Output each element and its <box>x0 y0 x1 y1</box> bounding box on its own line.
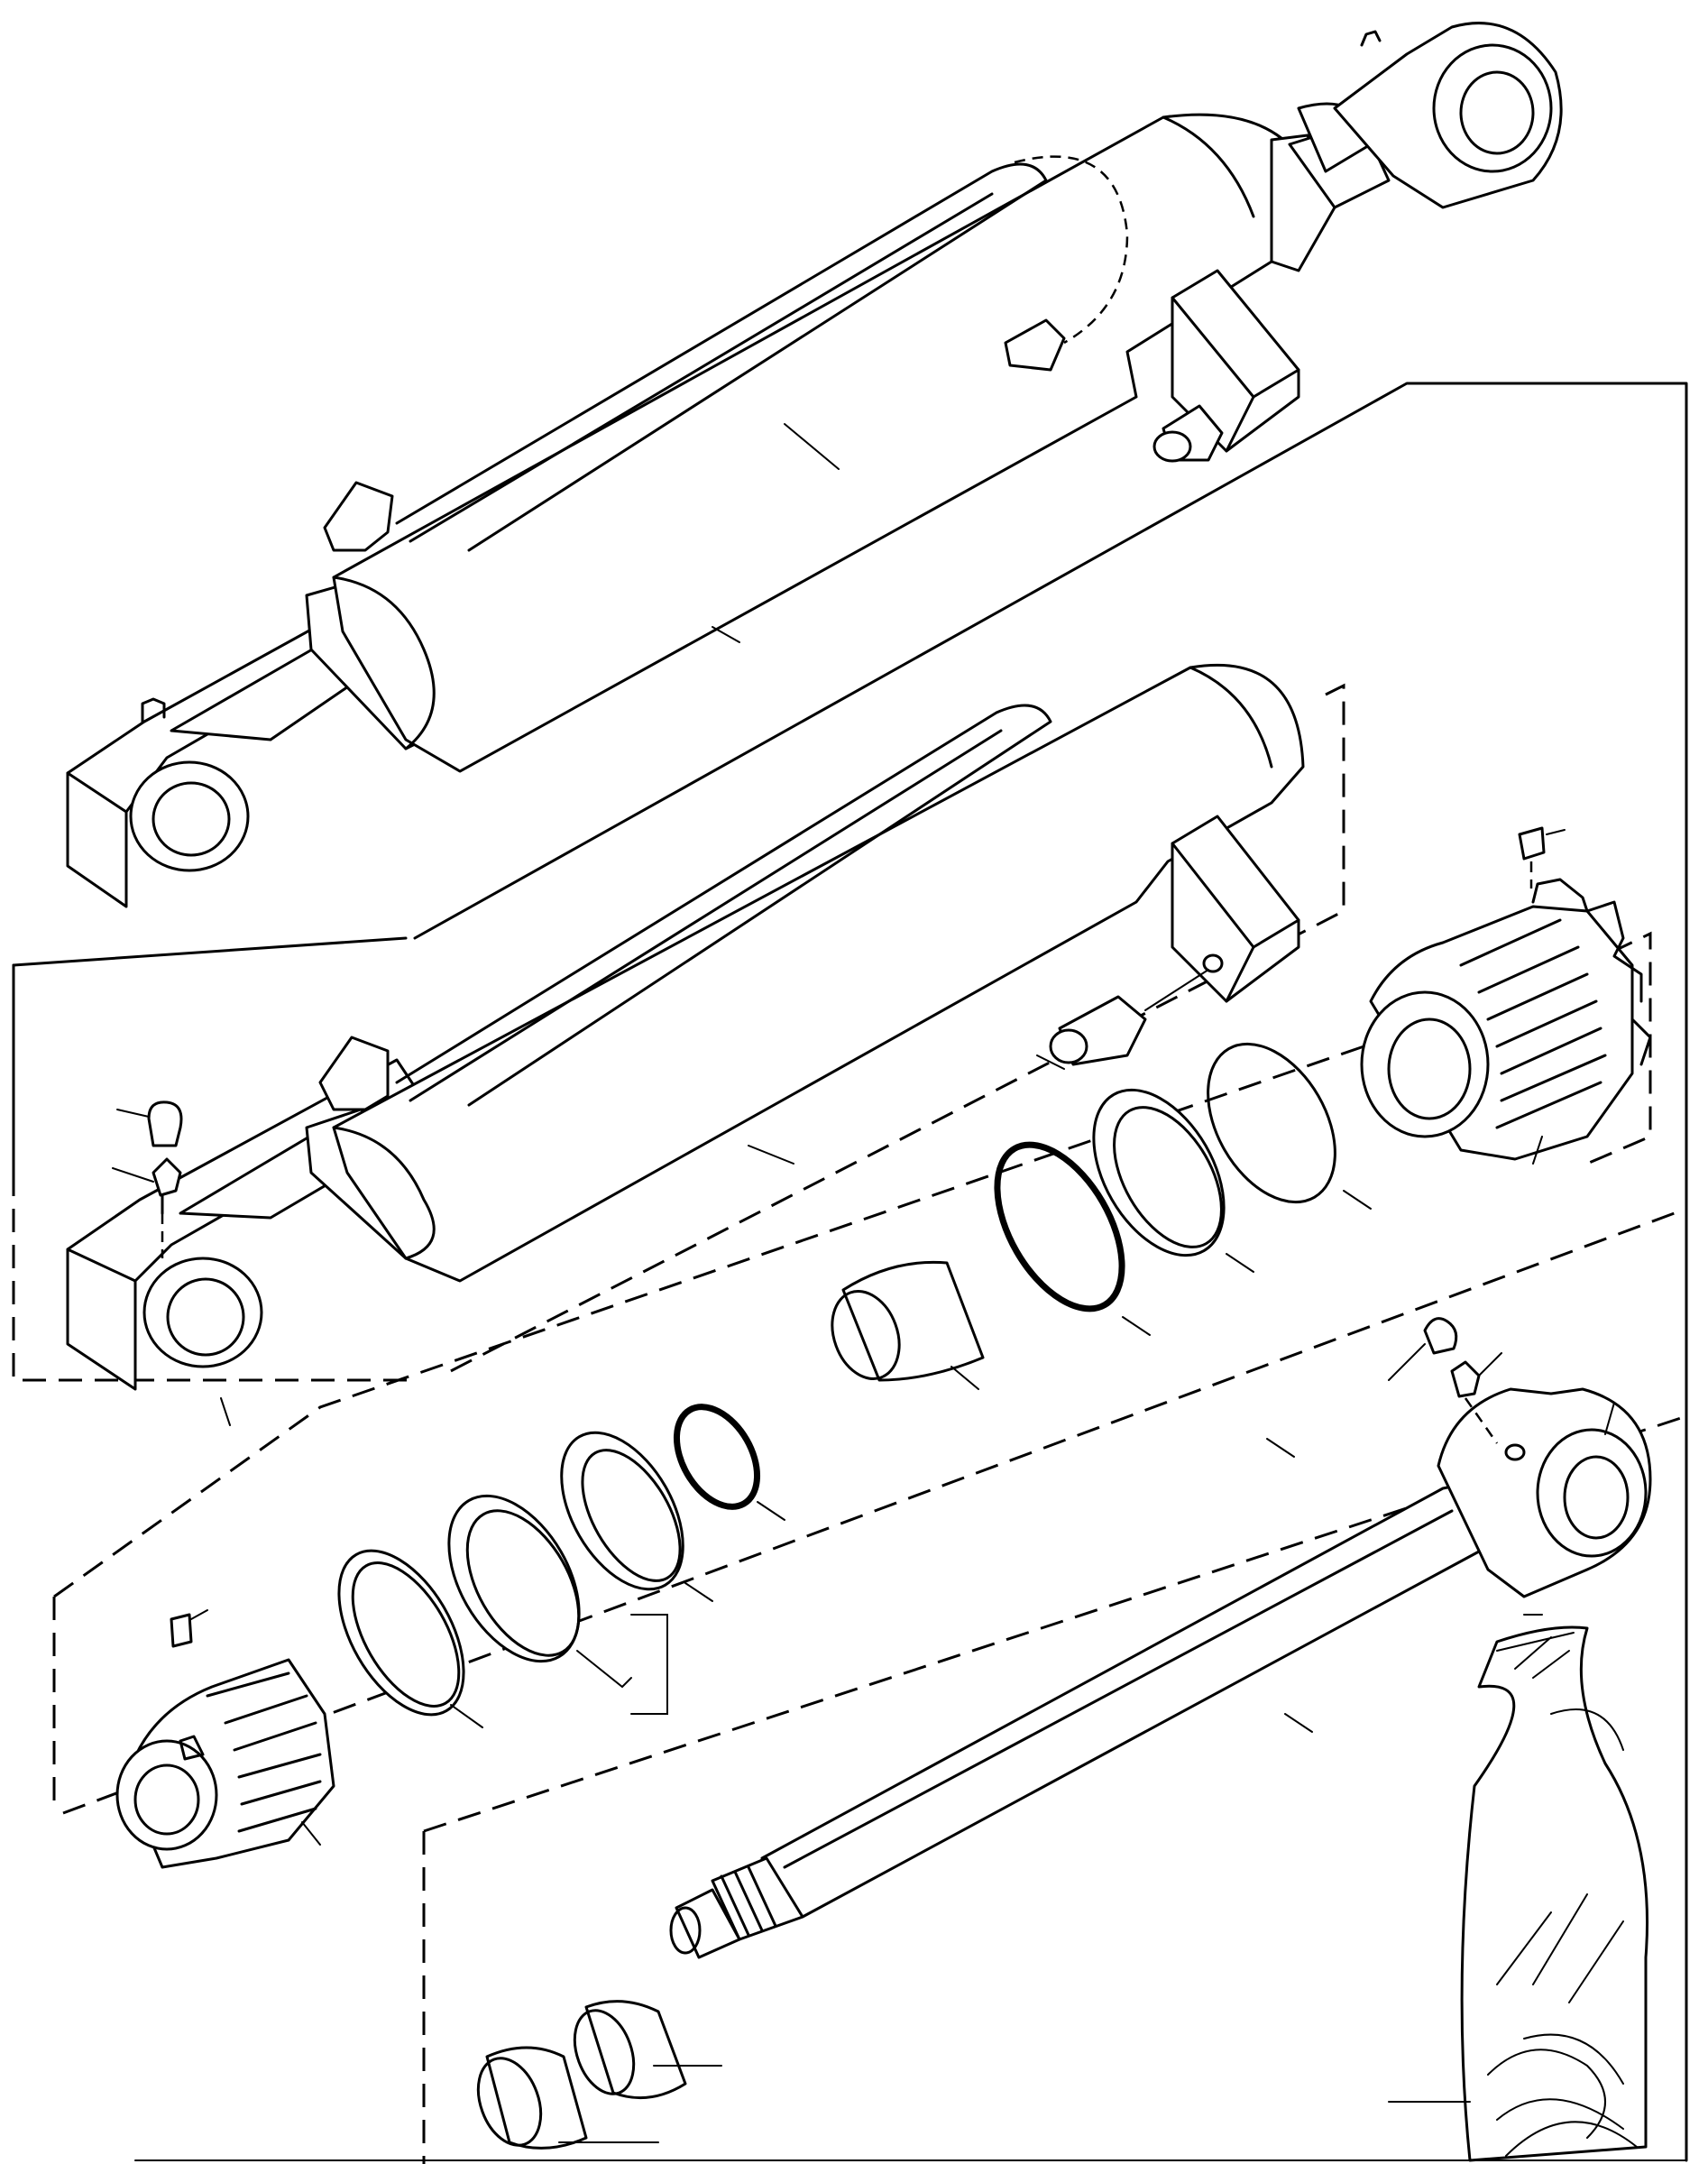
rod-seal <box>994 1141 1151 1336</box>
rod-seal <box>476 2046 659 2150</box>
wear-ring <box>337 1549 483 1728</box>
dust-cap <box>1388 1317 1458 1381</box>
gland <box>1360 878 1652 1165</box>
spacer <box>831 1260 985 1390</box>
dust-cap <box>116 1100 183 1147</box>
piston <box>115 1658 335 1869</box>
grease-fitting <box>112 1157 182 1258</box>
piston-seal <box>447 1494 668 1715</box>
wiper <box>573 2000 722 2100</box>
assembled-cylinder <box>66 22 1563 908</box>
backup-ring <box>1092 1088 1254 1273</box>
lock-screw <box>1518 826 1566 889</box>
fitting-elbow <box>1036 969 1209 1070</box>
lock-screw <box>170 1609 208 1648</box>
rod <box>669 1387 1652 1959</box>
wiper <box>560 1431 713 1602</box>
o-ring <box>673 1404 785 1521</box>
grease-fitting <box>1450 1352 1502 1444</box>
cylinder-tube <box>66 663 1305 1391</box>
seal-kit-bag <box>1388 1625 1648 2162</box>
o-ring <box>1207 1042 1372 1210</box>
